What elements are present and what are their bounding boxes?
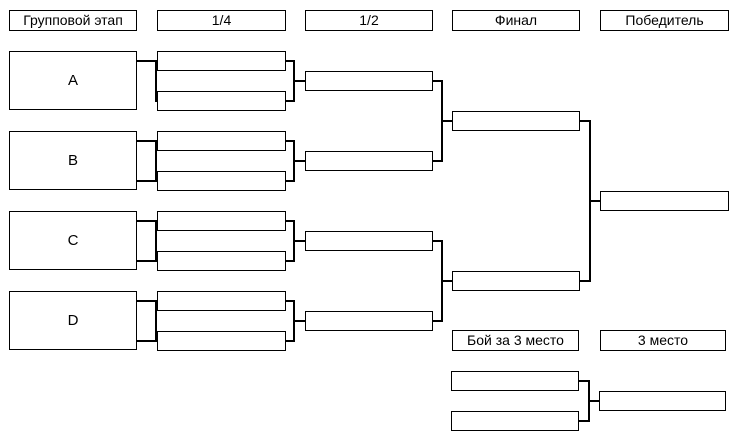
final-slot-1[interactable] <box>452 111 580 131</box>
connector-qf-6 <box>286 260 295 262</box>
header-final: Финал <box>452 10 580 31</box>
quarterfinal-slot-1[interactable] <box>157 51 286 71</box>
connector-sf-1 <box>293 80 305 82</box>
connector-tp-2-out <box>579 420 590 422</box>
header-third-place: 3 место <box>600 330 726 351</box>
connector-qf-8 <box>286 340 295 342</box>
quarterfinal-slot-4[interactable] <box>157 171 286 191</box>
connector-group-c-top <box>137 220 157 222</box>
quarterfinal-slot-2[interactable] <box>157 91 286 111</box>
quarterfinal-slot-6[interactable] <box>157 251 286 271</box>
header-third-place-match: Бой за 3 место <box>452 330 579 351</box>
quarterfinal-slot-5[interactable] <box>157 211 286 231</box>
winner-slot[interactable] <box>600 191 729 211</box>
third-place-match-slot-2[interactable] <box>451 411 579 431</box>
header-quarterfinal: 1/4 <box>157 10 286 31</box>
semifinal-slot-4[interactable] <box>305 311 433 331</box>
connector-final-2 <box>441 280 452 282</box>
connector-group-d-bottom <box>137 340 157 342</box>
connector-sf-2 <box>293 160 305 162</box>
connector-qf-4 <box>286 180 295 182</box>
connector-group-b-top <box>137 140 157 142</box>
connector-qf-5 <box>286 220 295 222</box>
third-place-match-slot-1[interactable] <box>451 371 579 391</box>
connector-qf-3 <box>286 140 295 142</box>
header-group-stage: Групповой этап <box>9 10 137 31</box>
connector-group-a <box>155 60 157 102</box>
connector-third-place <box>588 400 599 402</box>
connector-winner <box>589 200 600 202</box>
semifinal-slot-3[interactable] <box>305 231 433 251</box>
group-box-a: A <box>9 51 137 110</box>
third-place-slot[interactable] <box>599 391 726 411</box>
quarterfinal-slot-8[interactable] <box>157 331 286 351</box>
connector-final-2-out <box>580 280 591 282</box>
connector-group-d <box>155 300 157 342</box>
connector-qf-1 <box>286 60 295 62</box>
connector-group-a-bottom <box>155 100 157 102</box>
final-slot-2[interactable] <box>452 271 580 291</box>
header-winner: Победитель <box>600 10 729 31</box>
connector-group-c <box>155 220 157 262</box>
connector-group-d-top <box>137 300 157 302</box>
connector-sf-1-out <box>433 80 443 82</box>
connector-sf-3 <box>293 240 305 242</box>
group-box-d: D <box>9 291 137 350</box>
quarterfinal-slot-3[interactable] <box>157 131 286 151</box>
connector-final-1 <box>441 120 452 122</box>
quarterfinal-slot-7[interactable] <box>157 291 286 311</box>
connector-sf-4-out <box>433 320 443 322</box>
connector-group-c-bottom <box>137 260 157 262</box>
connector-sf-3-out <box>433 240 443 242</box>
semifinal-slot-1[interactable] <box>305 71 433 91</box>
connector-sf-4 <box>293 320 305 322</box>
connector-group-b <box>155 140 157 182</box>
header-semifinal: 1/2 <box>305 10 433 31</box>
connector-sf-2-out <box>433 160 443 162</box>
connector-group-a-top <box>137 60 157 62</box>
connector-tp-1-out <box>579 380 590 382</box>
connector-final-1-out <box>580 120 591 122</box>
connector-qf-7 <box>286 300 295 302</box>
connector-qf-2 <box>286 100 295 102</box>
semifinal-slot-2[interactable] <box>305 151 433 171</box>
group-box-b: B <box>9 131 137 190</box>
connector-group-b-bottom <box>137 180 157 182</box>
group-box-c: C <box>9 211 137 270</box>
